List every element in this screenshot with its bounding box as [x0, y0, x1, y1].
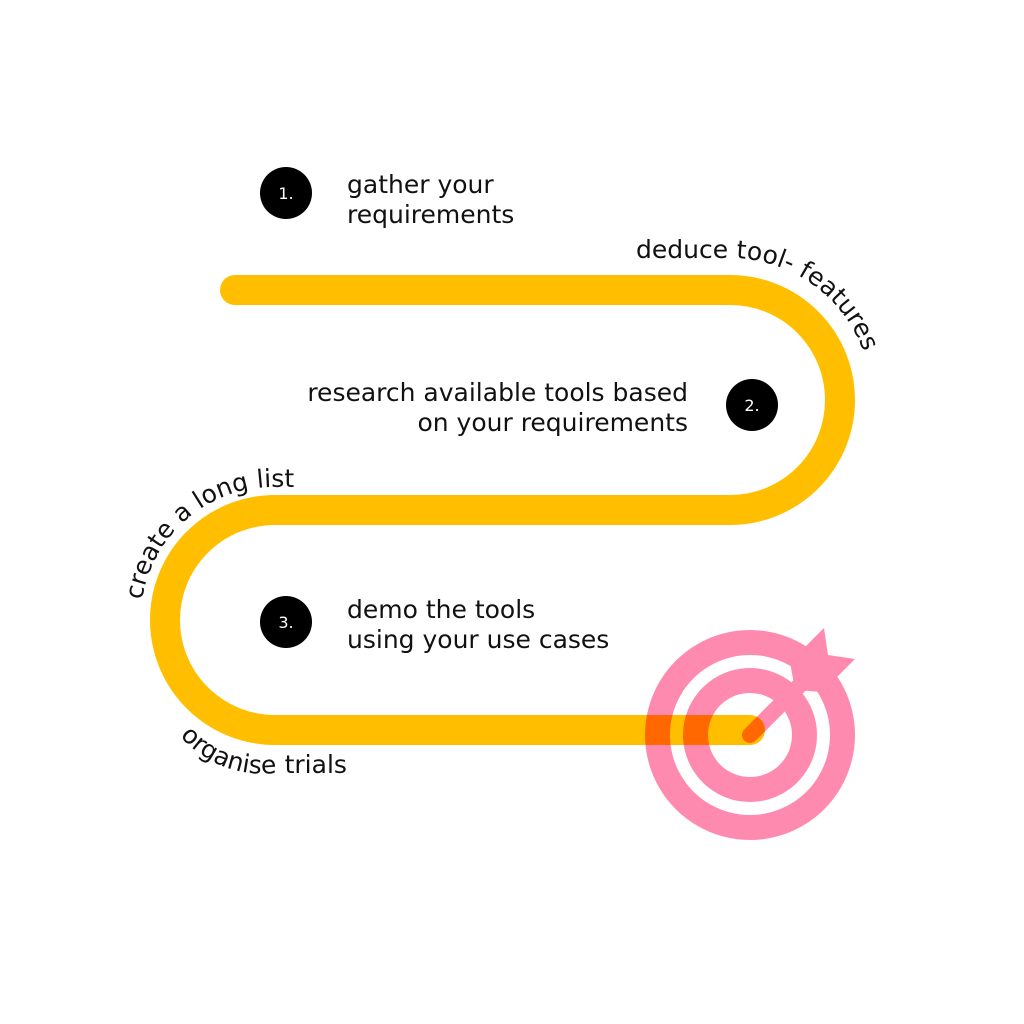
target-icon — [645, 628, 856, 840]
step-badge — [260, 167, 312, 219]
step-2: 2. research available tools based on you… — [307, 378, 778, 437]
winding-road-path — [150, 275, 855, 745]
step-label-line: gather your — [347, 170, 494, 199]
step-label-line: demo the tools — [347, 595, 535, 624]
step-number: 1. — [278, 184, 293, 203]
step-badge — [726, 379, 778, 431]
step-label-line: research available tools based — [307, 378, 688, 407]
step-3: 3. demo the tools using your use cases — [260, 595, 609, 654]
step-label-line: requirements — [347, 200, 514, 229]
step-label-line: on your requirements — [417, 408, 688, 437]
step-label-line: using your use cases — [347, 625, 609, 654]
step-number: 3. — [278, 613, 293, 632]
step-1: 1. gather your requirements — [260, 167, 514, 229]
step-badge — [260, 596, 312, 648]
step-number: 2. — [744, 396, 759, 415]
